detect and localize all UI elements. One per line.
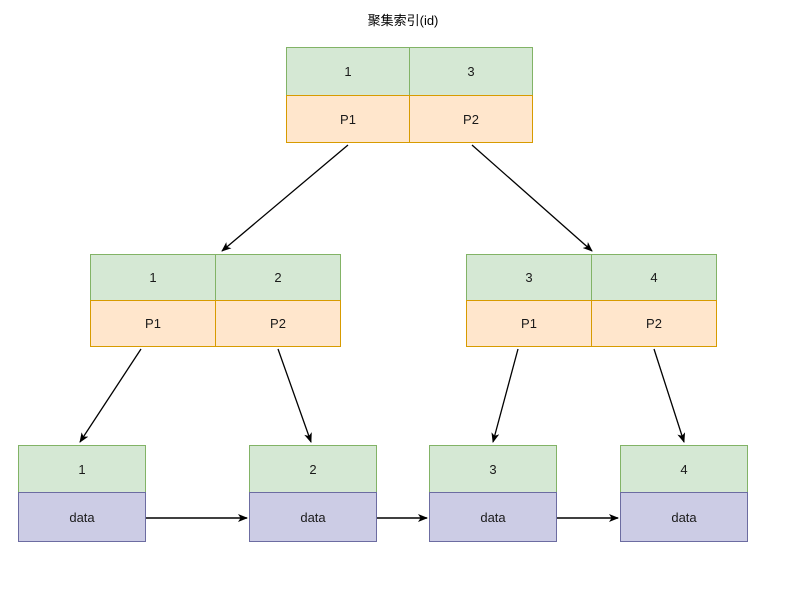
leaf-4-data-row: data [620, 492, 748, 542]
arrow-internal-right-p1-to-leaf-3 [491, 348, 519, 443]
internal-left-pointer-cell-2: P2 [215, 300, 341, 347]
leaf-2-key-cell: 2 [249, 445, 377, 493]
internal-left-key-row: 1 2 [90, 254, 342, 301]
leaf-4-key-cell: 4 [620, 445, 748, 493]
internal-left-key-cell-1: 1 [90, 254, 216, 301]
arrow-internal-left-p1-to-leaf-1 [79, 348, 142, 443]
arrow-internal-right-p2-to-leaf-4 [653, 348, 686, 443]
leaf-1-key-row: 1 [18, 445, 146, 493]
internal-right-key-cell-2: 4 [591, 254, 717, 301]
root-key-row: 1 3 [286, 47, 534, 96]
leaf-3-data-row: data [429, 492, 557, 542]
leaf-node-4: 4 data [620, 445, 748, 542]
leaf-node-3: 3 data [429, 445, 557, 542]
leaf-2-data-cell: data [249, 492, 377, 542]
internal-node-right: 3 4 P1 P2 [466, 254, 718, 347]
root-pointer-row: P1 P2 [286, 95, 534, 143]
internal-node-left: 1 2 P1 P2 [90, 254, 342, 347]
leaf-1-data-cell: data [18, 492, 146, 542]
leaf-3-key-row: 3 [429, 445, 557, 493]
arrow-root-p2-to-internal-right [471, 144, 593, 252]
root-key-cell-2: 3 [409, 47, 533, 96]
leaf-1-data-row: data [18, 492, 146, 542]
page-title: 聚集索引(id) [367, 13, 439, 28]
root-node: 1 3 P1 P2 [286, 47, 534, 143]
leaf-node-1: 1 data [18, 445, 146, 542]
root-pointer-cell-2: P2 [409, 95, 533, 143]
leaf-1-key-cell: 1 [18, 445, 146, 493]
internal-left-pointer-row: P1 P2 [90, 300, 342, 347]
internal-right-key-cell-1: 3 [466, 254, 592, 301]
internal-right-key-row: 3 4 [466, 254, 718, 301]
leaf-3-key-cell: 3 [429, 445, 557, 493]
root-pointer-cell-1: P1 [286, 95, 410, 143]
arrow-root-p1-to-internal-left [221, 144, 349, 252]
leaf-3-data-cell: data [429, 492, 557, 542]
leaf-2-key-row: 2 [249, 445, 377, 493]
leaf-4-data-cell: data [620, 492, 748, 542]
leaf-4-key-row: 4 [620, 445, 748, 493]
internal-right-pointer-row: P1 P2 [466, 300, 718, 347]
internal-left-pointer-cell-1: P1 [90, 300, 216, 347]
internal-right-pointer-cell-1: P1 [466, 300, 592, 347]
leaf-node-2: 2 data [249, 445, 377, 542]
arrow-internal-left-p2-to-leaf-2 [277, 348, 312, 443]
internal-right-pointer-cell-2: P2 [591, 300, 717, 347]
internal-left-key-cell-2: 2 [215, 254, 341, 301]
root-key-cell-1: 1 [286, 47, 410, 96]
leaf-2-data-row: data [249, 492, 377, 542]
